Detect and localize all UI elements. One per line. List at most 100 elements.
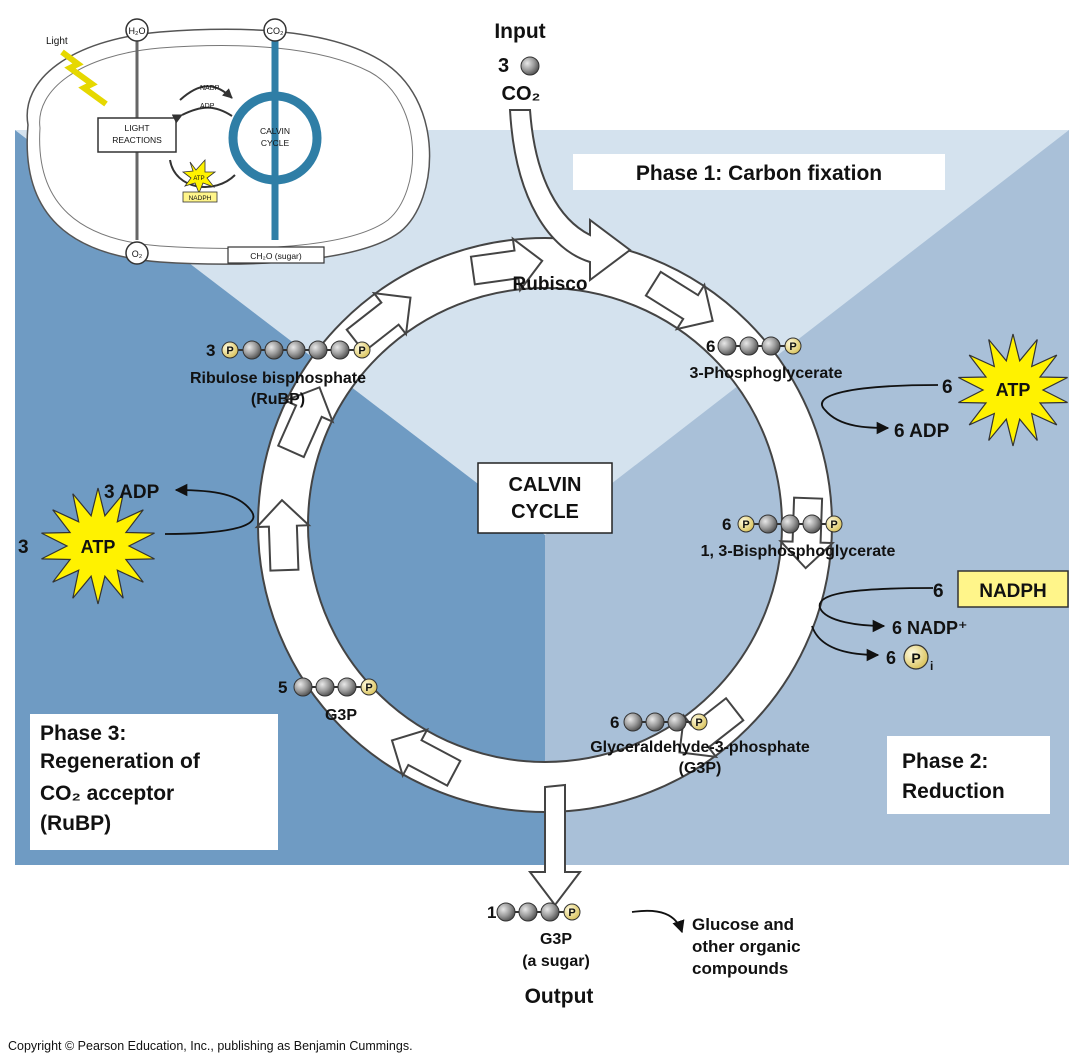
- nadph-arrow: [818, 587, 934, 633]
- bpg-count: 6: [722, 515, 731, 534]
- phosphate-label: P: [789, 341, 796, 353]
- nadp-product-label: 6 NADP⁺: [892, 618, 968, 638]
- carbon-atom-icon: [780, 514, 800, 534]
- inset-calvin-line2: CYCLE: [261, 138, 290, 148]
- inset-light-reactions-line2: REACTIONS: [112, 135, 162, 145]
- destination-line1: Glucose and: [692, 915, 794, 934]
- pi-count: 6: [886, 648, 896, 668]
- inset-nadph-box: [182, 191, 218, 203]
- carbon-atom-icon: [330, 340, 350, 360]
- phosphate-icon: [690, 713, 708, 731]
- phase2-atp-arrow: [821, 384, 939, 435]
- carbon-atom-icon: [623, 712, 643, 732]
- phosphate-icon: [784, 337, 802, 355]
- inset-sugar-label: CH₂O (sugar): [250, 251, 302, 261]
- nadph-label: NADPH: [979, 581, 1047, 602]
- pi-subscript: i: [930, 659, 933, 673]
- inset-calvin-ring: [228, 91, 322, 185]
- phase2-line2: Reduction: [902, 780, 1005, 803]
- carbon-atom-icon: [540, 902, 560, 922]
- phase3-adp-label: 3 ADP: [104, 482, 160, 503]
- phosphate-icon: [221, 341, 239, 359]
- phosphate-icon: [563, 903, 581, 921]
- output-name-line1: G3P: [540, 931, 572, 948]
- phosphate-icon: [737, 515, 755, 533]
- phase2-label-box: [887, 736, 1050, 814]
- carbon-atom-icon: [286, 340, 306, 360]
- phase3-label-box: [30, 714, 278, 850]
- pi-label: P: [911, 650, 920, 666]
- g3p5-name: G3P: [325, 707, 357, 724]
- bpg-name: 1, 3-Bisphosphoglycerate: [701, 543, 896, 560]
- phase3-atp-count: 3: [18, 537, 29, 558]
- carbon-atom-icon: [242, 340, 262, 360]
- inset-atp-star-icon: [181, 158, 217, 195]
- phosphate-icon: [360, 678, 378, 696]
- inset-adp-label: ADP: [200, 103, 215, 110]
- enzyme-label: Rubisco: [513, 274, 588, 295]
- inset-light-reactions-line1: LIGHT: [124, 123, 149, 133]
- carbon-atom-icon: [802, 514, 822, 534]
- g3p5-chain: P: [293, 677, 378, 697]
- cycle-arrowhead: [254, 498, 312, 572]
- carbon-atom-icon: [264, 340, 284, 360]
- rubp-name-line1: Ribulose bisphosphate: [190, 370, 366, 387]
- inset-calvin-line1: CALVIN: [260, 126, 290, 136]
- g3p-chain: P: [623, 712, 708, 732]
- inset-h2o-label: H₂O: [129, 26, 146, 36]
- cycle-arrowheads: [254, 236, 835, 787]
- carbon-atom-icon: [667, 712, 687, 732]
- carbon-atom-icon: [739, 336, 759, 356]
- phase3-atp-arrow: [164, 483, 255, 535]
- g3p-name-line1: Glyceraldehyde-3-phosphate: [590, 739, 810, 756]
- input-label: Input: [494, 20, 545, 43]
- inset-nadph-label: NADPH: [189, 195, 212, 202]
- cycle-arrowhead: [390, 727, 462, 787]
- carbon-atom-icon: [337, 677, 357, 697]
- phase1-label: Phase 1: Carbon fixation: [636, 162, 882, 185]
- carbon-atom-icon: [496, 902, 516, 922]
- phase1-label-box: [573, 154, 945, 190]
- output-g3p-chain: P: [496, 902, 581, 922]
- inset-light-label: Light: [46, 36, 68, 47]
- rubp-count: 3: [206, 341, 215, 360]
- inset-light-reactions-box: [97, 117, 177, 153]
- phase3-atp-label: ATP: [81, 537, 116, 557]
- pga-count: 6: [706, 337, 715, 356]
- inset-atp-label: ATP: [193, 176, 204, 182]
- output-label: Output: [525, 985, 594, 1008]
- copyright-text: Copyright © Pearson Education, Inc., pub…: [8, 1039, 413, 1053]
- input-count: 3: [498, 55, 509, 77]
- input-arrow: [508, 109, 632, 282]
- output-name-line2: (a sugar): [522, 953, 590, 970]
- phase2-line1: Phase 2:: [902, 750, 988, 773]
- pi-arrow: [811, 625, 880, 662]
- nadph-box: [957, 570, 1069, 608]
- phase2-atp-count: 6: [942, 377, 953, 398]
- phase2-atp-star-icon: [958, 333, 1068, 447]
- carbon-atom-icon: [645, 712, 665, 732]
- carbon-atom-icon: [758, 514, 778, 534]
- phase2-adp-label: 6 ADP: [894, 421, 950, 442]
- input-carbon-icon: [520, 56, 540, 76]
- phosphate-label: P: [365, 682, 372, 694]
- phase3-line4: (RuBP): [40, 812, 111, 835]
- g3p5-count: 5: [278, 678, 287, 697]
- nadph-count: 6: [933, 581, 944, 602]
- carbon-atom-icon: [518, 902, 538, 922]
- input-molecule: CO₂: [502, 83, 541, 105]
- carbon-atom-icon: [315, 677, 335, 697]
- carbon-atom-icon: [308, 340, 328, 360]
- output-arrow: [527, 783, 583, 907]
- phase3-line1: Phase 3:: [40, 722, 126, 745]
- inset-nadp-label: NADP: [200, 85, 220, 92]
- cycle-arrowhead: [644, 270, 714, 331]
- pi-phosphate-icon: [903, 644, 929, 670]
- inset-co2-label: CO₂: [267, 26, 285, 36]
- g3p-name-line2: (G3P): [679, 760, 722, 777]
- carbon-atom-icon: [293, 677, 313, 697]
- destination-line2: other organic: [692, 937, 801, 956]
